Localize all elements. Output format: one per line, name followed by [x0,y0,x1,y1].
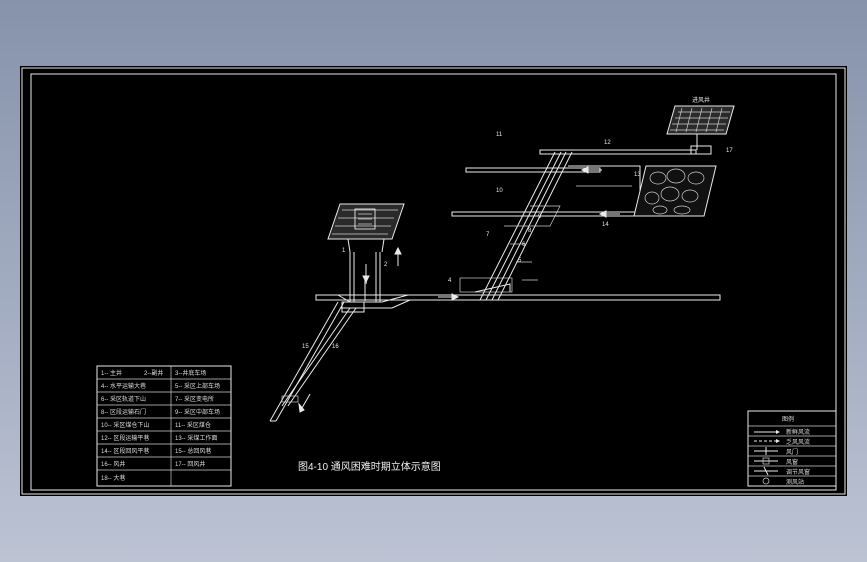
legend-cell: 9-- 采区中部车场 [175,408,220,416]
callout-13: 13 [634,172,641,178]
coal-face [633,165,717,217]
legend-cell: 2--副井 [144,369,163,377]
callout-8: 8 [528,228,532,234]
legend-cell: 11-- 采区煤仓 [175,421,211,429]
callout-10: 10 [496,188,503,194]
legend-cell: 3--井底车场 [175,369,206,377]
callout-5: 5 [518,258,522,264]
drawing-caption: 图4-10 通风困难时期立体示意图 [298,460,441,473]
legend-cell: 14-- 区段回风平巷 [101,447,149,455]
legend-cell: 12-- 区段运输平巷 [101,434,149,442]
inner-frame [30,73,837,491]
legend-cell: 8-- 区段运输石门 [101,408,146,416]
legend-cell: 10-- 采区煤仓下山 [101,421,149,429]
symbol-row: 调节风窗 [786,468,810,476]
callout-16: 16 [332,344,339,350]
outer-frame [21,67,846,495]
drawing-sheet: 1 2 3 4 5 6 7 8 9 10 11 12 13 14 15 16 1… [20,66,847,496]
symbol-table-title: 图例 [782,415,794,423]
legend-table: 1-- 主井 2--副井 3--井底车场 4-- 水平运输大巷 5-- 采区上部… [96,365,232,487]
legend-cell: 15-- 总回风巷 [175,447,211,455]
callout-17: 17 [726,148,733,154]
symbol-row: 乏风风流 [786,438,810,446]
callout-2: 2 [384,262,388,268]
callout-11: 11 [496,132,503,138]
left-surface-building [327,203,405,253]
symbol-row: 新鲜风流 [786,428,810,436]
ventilation-diagram: 1 2 3 4 5 6 7 8 9 10 11 12 13 14 15 16 1… [21,67,846,495]
legend-cell: 5-- 采区上部车场 [175,382,220,390]
legend-cell: 13-- 采煤工作面 [175,434,217,442]
right-surface-building [666,105,735,155]
callout-15: 15 [302,344,309,350]
upper-incline [479,151,573,301]
legend-cell: 7-- 采区变电所 [175,395,214,403]
callout-9: 9 [538,214,542,220]
callout-12: 12 [604,140,611,146]
legend-cell: 6-- 采区轨道下山 [101,395,146,403]
symbol-row: 测风站 [786,478,804,486]
callout-4: 4 [448,278,452,284]
top-building-label: 进风井 [692,96,710,104]
legend-cell: 1-- 主井 [101,369,122,377]
legend-cell: 17-- 回风井 [175,460,205,468]
inclined-roadway [269,301,357,422]
callout-6: 6 [522,242,526,248]
symbol-table: 图例 新鲜风流 乏风风流 风门 风窗 调节风窗 测风站 [747,410,837,487]
callout-numbers: 1 2 3 4 5 6 7 8 9 10 11 12 13 14 15 16 1… [302,96,733,350]
legend-cell: 18-- 大巷 [101,474,125,482]
legend-cell: 4-- 水平运输大巷 [101,382,146,390]
callout-7: 7 [486,232,490,238]
airflow-arrows [298,166,620,413]
legend-cell: 16-- 风井 [101,460,125,468]
callout-14: 14 [602,222,609,228]
callout-1: 1 [342,248,346,254]
symbol-row: 风窗 [786,458,798,466]
main-roadway [315,277,721,313]
callout-3: 3 [364,280,368,286]
shafts [349,252,381,302]
symbol-row: 风门 [786,448,798,456]
